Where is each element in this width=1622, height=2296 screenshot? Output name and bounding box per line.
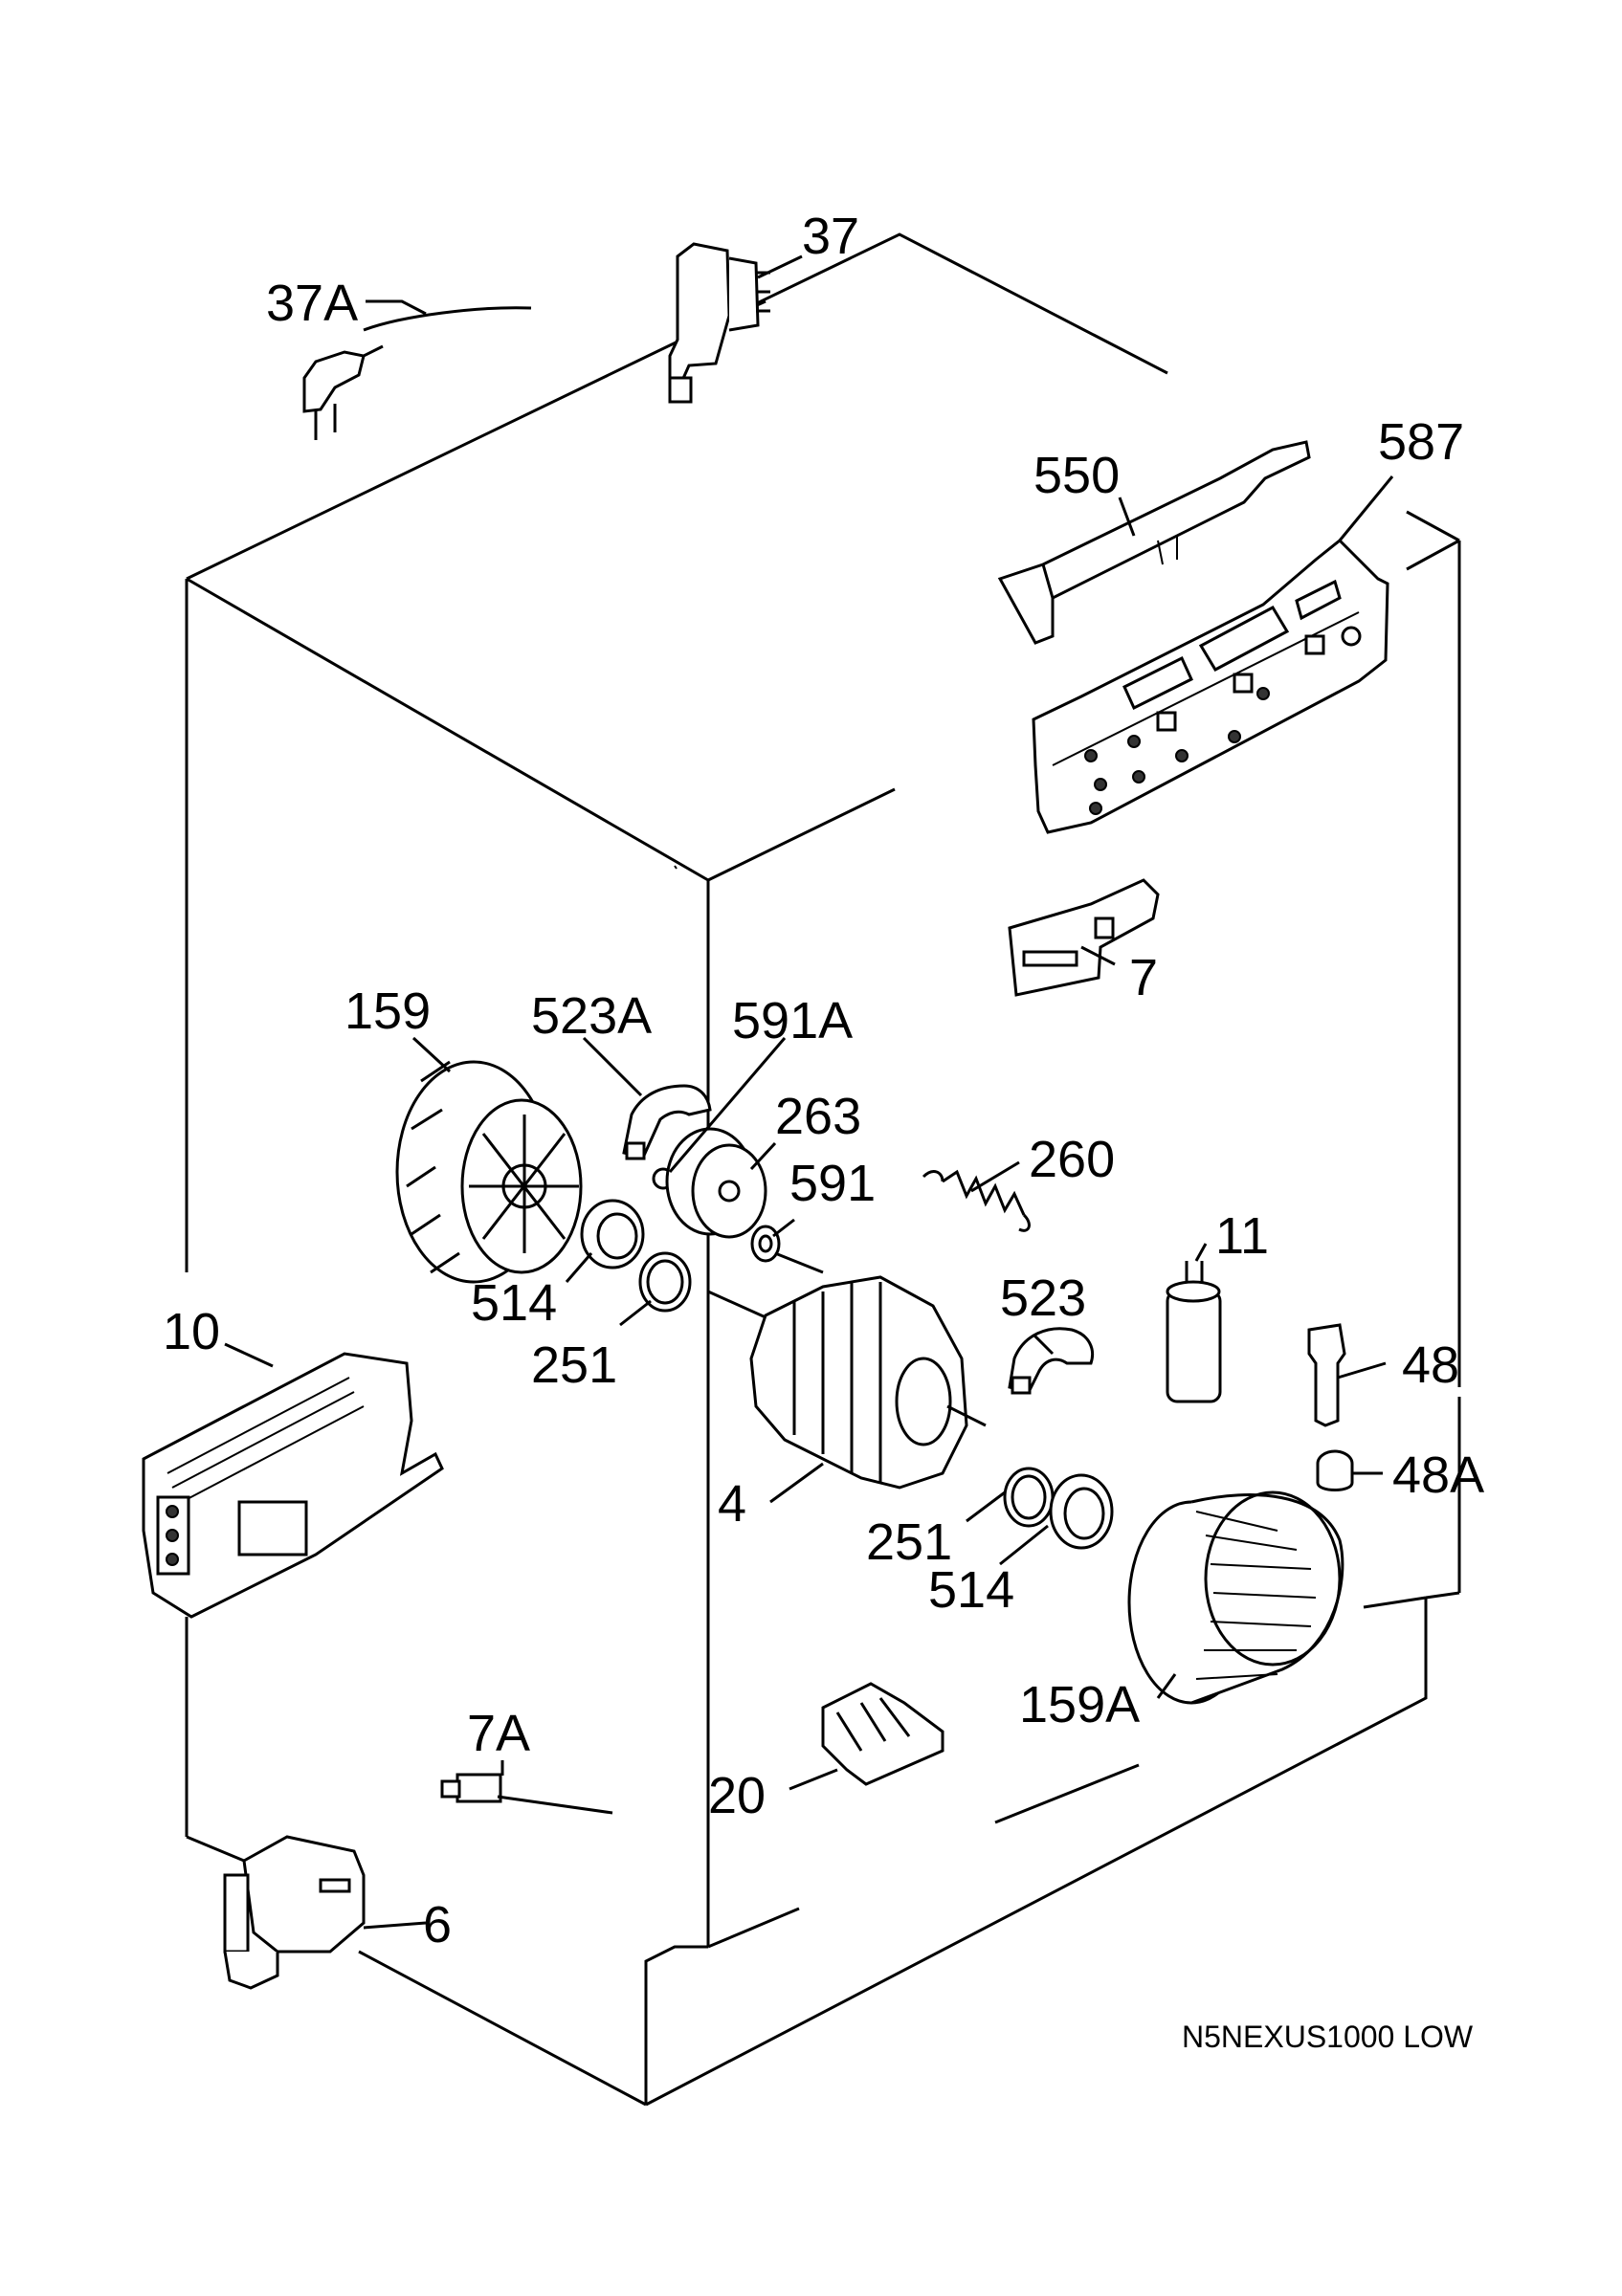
part-6-drain-pump xyxy=(223,1835,366,1990)
callout-20: 20 xyxy=(708,1767,766,1824)
callout-48A: 48A xyxy=(1392,1446,1484,1504)
part-7-door-switch xyxy=(1008,878,1160,997)
part-251-seal-left xyxy=(638,1251,692,1313)
part-7A-micro-switch xyxy=(440,1773,613,1815)
part-20-filter-holder xyxy=(821,1682,944,1786)
part-550-cover-duct xyxy=(997,440,1311,645)
part-263-pulley xyxy=(665,1127,767,1239)
callout-251-right: 251 xyxy=(866,1513,952,1571)
part-159-fan-wheel xyxy=(395,1060,583,1284)
callout-4: 4 xyxy=(718,1475,746,1533)
callout-523A: 523A xyxy=(531,987,652,1045)
callout-251-left: 251 xyxy=(531,1336,617,1394)
part-514-bearing-right xyxy=(1049,1473,1114,1550)
cabinet-outline xyxy=(185,232,1461,2107)
part-37A-power-cord xyxy=(302,306,532,440)
part-523A-bearing-bracket xyxy=(622,1084,712,1160)
part-514-bearing-left xyxy=(580,1199,645,1269)
callout-37: 37 xyxy=(802,208,859,265)
part-523-bearing-bracket xyxy=(1008,1327,1095,1395)
callout-6: 6 xyxy=(423,1896,452,1954)
callout-591A: 591A xyxy=(732,992,853,1049)
part-10-heater-element xyxy=(142,1352,444,1626)
part-4-drive-motor xyxy=(707,1251,987,1490)
drawing-code: N5NEXUS1000 LOW xyxy=(1182,2020,1474,2054)
part-260-tension-spring xyxy=(922,1169,1031,1232)
callout-514-left: 514 xyxy=(471,1274,557,1332)
leader-lines xyxy=(224,254,1394,1930)
callout-7: 7 xyxy=(1129,949,1158,1006)
part-159A-blower-wheel xyxy=(1127,1490,1344,1705)
callout-7A: 7A xyxy=(467,1705,530,1762)
callout-550: 550 xyxy=(1033,447,1120,504)
callout-591: 591 xyxy=(789,1155,876,1212)
callout-523: 523 xyxy=(1000,1269,1086,1327)
callout-263: 263 xyxy=(775,1088,861,1145)
part-587-control-module xyxy=(1032,538,1389,834)
part-48-sensor xyxy=(1307,1323,1346,1427)
callout-159: 159 xyxy=(344,982,431,1040)
callout-11: 11 xyxy=(1215,1207,1269,1265)
part-48A-grommet xyxy=(1316,1449,1354,1491)
part-251-seal-right xyxy=(1003,1467,1055,1528)
callout-10: 10 xyxy=(163,1303,220,1360)
part-591-washer xyxy=(750,1225,781,1263)
callout-48: 48 xyxy=(1402,1336,1459,1394)
part-11-capacitor xyxy=(1166,1261,1222,1403)
callout-514-right: 514 xyxy=(928,1561,1014,1619)
part-37-terminal-block xyxy=(668,242,770,404)
callout-587: 587 xyxy=(1378,413,1464,471)
callout-159A: 159A xyxy=(1019,1676,1140,1733)
callout-labels: 37A 37 550 587 7 159 523A 591A 263 260 5… xyxy=(163,208,1484,1954)
callout-37A: 37A xyxy=(266,275,358,332)
callout-260: 260 xyxy=(1029,1131,1115,1188)
